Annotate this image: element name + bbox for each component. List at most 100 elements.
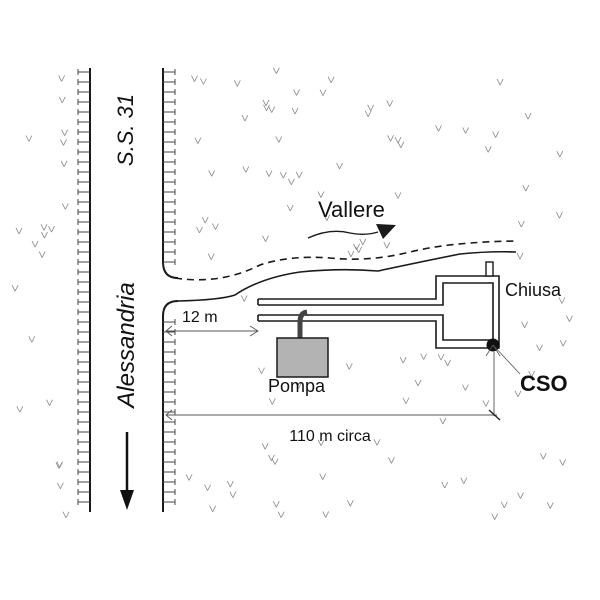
tick-mark [210, 253, 215, 260]
tick-mark [298, 171, 303, 178]
distance-pump-label: 12 m [182, 309, 218, 326]
tick-mark [437, 353, 442, 361]
tick-mark [463, 477, 468, 484]
tick-mark [400, 141, 405, 149]
tick-mark [438, 125, 442, 132]
tick-mark [279, 172, 284, 179]
tick-mark [465, 384, 469, 391]
tick-mark [60, 482, 64, 489]
tick-mark [61, 96, 66, 103]
tick-mark [556, 150, 561, 158]
tick-mark [229, 491, 234, 498]
tick-mark [271, 454, 275, 461]
tick-mark [317, 191, 322, 198]
tick-mark [556, 212, 560, 219]
tick-mark [294, 107, 299, 115]
tick-mark [262, 235, 266, 242]
direction-label: Alessandria [113, 282, 140, 409]
tick-mark [261, 367, 265, 374]
tick-mark [440, 353, 445, 361]
tick-mark [359, 238, 364, 246]
tick-mark [484, 146, 489, 153]
tick-mark [566, 315, 570, 322]
tick-mark [236, 80, 241, 87]
tick-mark [355, 246, 360, 253]
tick-mark [274, 458, 279, 465]
tick-mark [51, 225, 55, 233]
tick-mark [43, 224, 48, 231]
tick-mark [291, 107, 296, 115]
tick-mark [243, 295, 248, 302]
tick-mark [55, 462, 60, 469]
tick-mark [61, 129, 65, 136]
arrow-down-icon [120, 490, 134, 510]
tick-mark [38, 251, 43, 258]
tick-mark [215, 223, 219, 230]
tick-mark [465, 127, 469, 134]
tick-mark [397, 192, 402, 199]
tick-mark [397, 141, 402, 149]
tick-mark [265, 170, 270, 177]
tick-mark [240, 295, 245, 302]
tick-mark [561, 297, 566, 304]
tick-mark [204, 484, 208, 491]
tick-mark [546, 502, 551, 509]
tick-mark [200, 78, 204, 85]
river-bank-dashed [174, 240, 517, 281]
tick-mark [61, 203, 66, 210]
tick-mark [319, 473, 324, 480]
tick-mark [531, 370, 536, 378]
flow-arrowhead-icon [376, 224, 396, 239]
tick-mark [496, 78, 501, 86]
tick-mark [491, 513, 496, 520]
tick-mark [499, 78, 504, 86]
tick-mark [271, 398, 276, 405]
tick-mark [549, 502, 554, 509]
tick-mark [325, 511, 330, 518]
tick-mark [204, 216, 209, 224]
tick-mark [485, 400, 490, 407]
tick-mark [435, 125, 439, 132]
tick-mark [262, 99, 267, 107]
tick-mark [349, 499, 354, 507]
tick-mark [569, 315, 573, 322]
tick-mark [242, 166, 247, 173]
tick-mark [367, 104, 372, 112]
tick-mark [514, 390, 519, 398]
tick-mark [336, 162, 340, 170]
tick-mark [275, 501, 280, 508]
tick-mark [516, 252, 521, 260]
tick-mark [191, 75, 195, 82]
road-name-label: S.S. 31 [113, 94, 138, 166]
tick-mark [356, 243, 360, 251]
tick-mark [559, 339, 564, 347]
tick-mark [527, 113, 532, 120]
tick-mark [420, 353, 425, 360]
tick-mark [346, 499, 351, 507]
tick-mark [317, 439, 322, 447]
tick-mark [494, 513, 499, 520]
tick-mark [345, 363, 350, 370]
tick-mark [16, 406, 21, 413]
tick-mark [11, 285, 16, 292]
tick-mark [212, 223, 216, 230]
tick-mark [276, 67, 280, 74]
tick-mark [271, 106, 276, 113]
tick-mark [386, 100, 391, 107]
embankment-ticks-left [77, 69, 90, 505]
channel-inner [258, 282, 494, 341]
tick-mark [290, 178, 295, 185]
tick-mark [539, 452, 544, 460]
tick-mark [34, 240, 39, 248]
tick-mark [277, 511, 282, 518]
tick-mark [347, 250, 352, 258]
tick-mark [405, 397, 410, 404]
tick-mark [492, 131, 497, 138]
tick-mark [56, 461, 61, 468]
tick-mark [48, 225, 52, 233]
tick-mark [268, 106, 273, 113]
tick-mark [207, 484, 211, 491]
tick-mark [322, 511, 327, 518]
tick-mark [212, 505, 217, 512]
tick-mark [233, 80, 238, 87]
